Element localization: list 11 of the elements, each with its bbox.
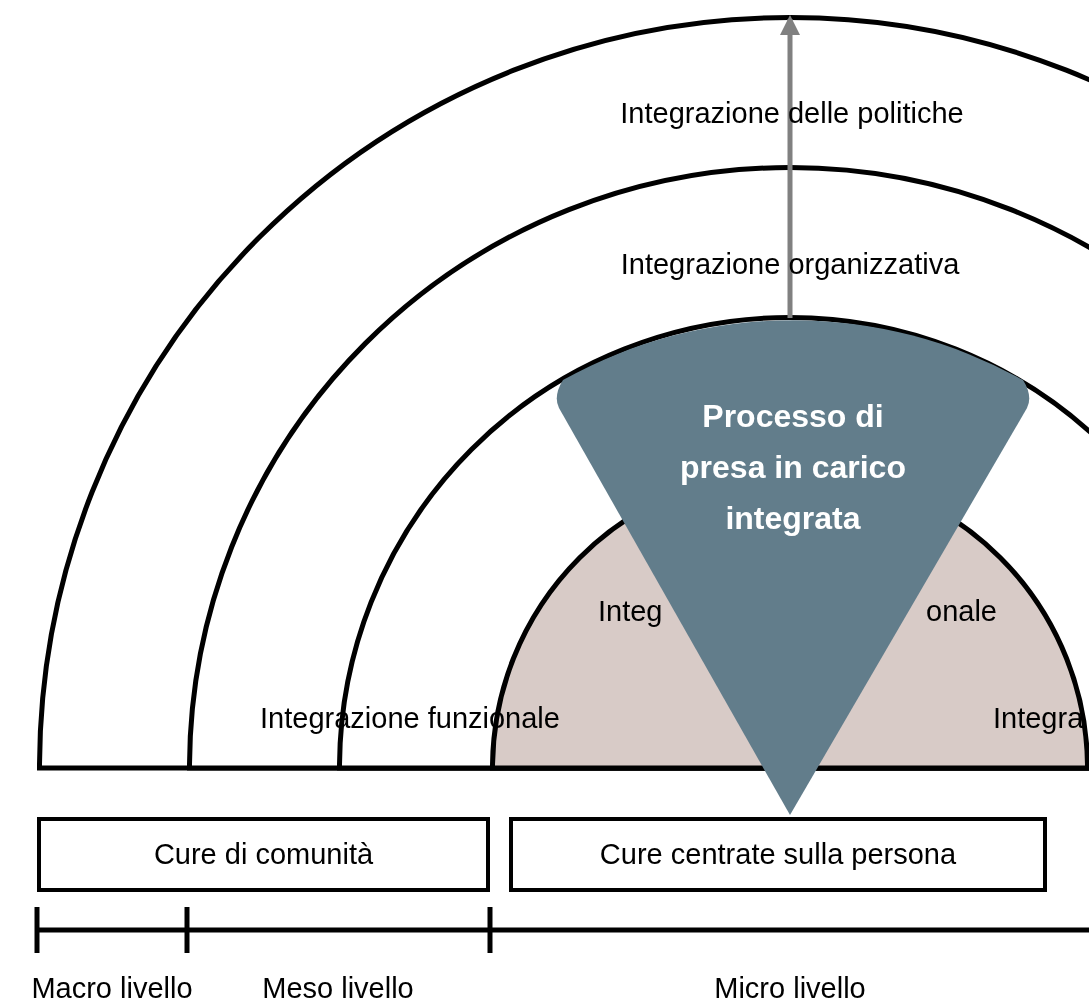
- band-label: Integrazione delle politiche: [620, 98, 964, 130]
- arrow: [780, 15, 800, 318]
- band-label: Integrazione organizzativa: [620, 249, 960, 281]
- band-label: Integ: [598, 596, 663, 628]
- level-label: Macro livello: [31, 972, 193, 1005]
- process-title: Processo di presa in carico integrata: [679, 397, 907, 539]
- box-label: Cure centrate sulla persona: [599, 838, 957, 871]
- level-label: Micro livello: [714, 972, 866, 1005]
- band-label: onale: [926, 596, 997, 628]
- box-label: Cure di comunità: [153, 838, 374, 871]
- level-label: Meso livello: [262, 972, 414, 1005]
